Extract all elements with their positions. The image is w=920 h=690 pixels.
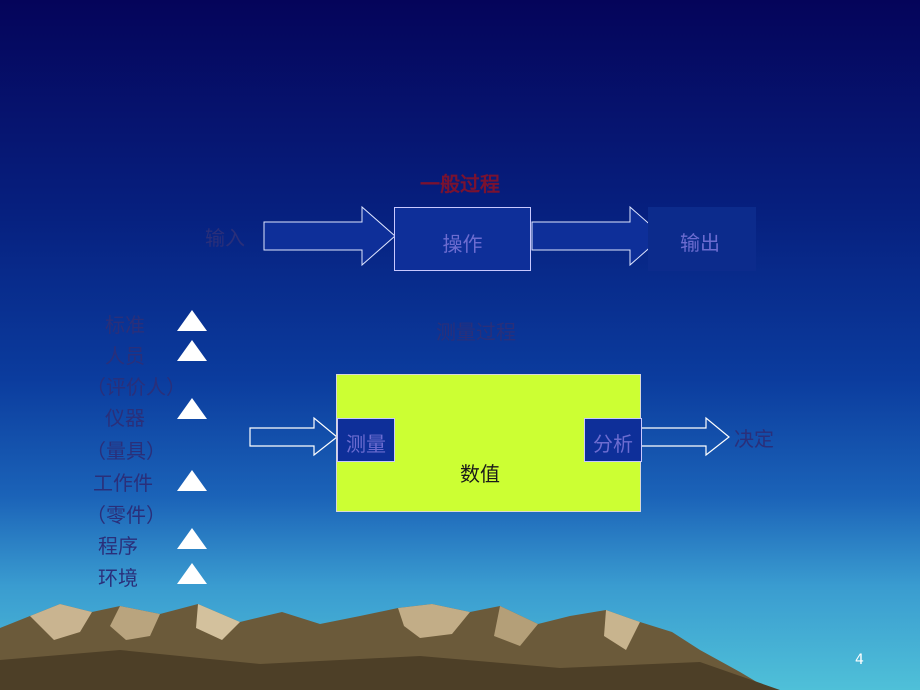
measure-label: 测量	[346, 432, 386, 456]
input-arrow	[263, 205, 396, 267]
triangle-icon-procedure	[177, 528, 207, 549]
measure-box: 测量	[337, 418, 395, 462]
decision-label: 决定	[734, 427, 774, 451]
mountain-range	[0, 604, 780, 690]
factor-appraiser: （评价人）	[86, 375, 186, 399]
input-label: 输入	[205, 226, 245, 250]
triangle-icon-standard	[177, 310, 207, 331]
factor-procedure: 程序	[98, 534, 138, 558]
output-arrow	[531, 205, 664, 267]
measurement-process-title: 测量过程	[436, 320, 516, 344]
triangle-icon-workpiece	[177, 470, 207, 491]
operation-label: 操作	[442, 232, 483, 256]
factor-gauge: （量具）	[86, 439, 166, 463]
general-process-title: 一般过程	[420, 172, 500, 196]
analysis-box: 分析	[584, 418, 642, 462]
operation-box: 操作	[394, 207, 531, 271]
factor-environment: 环境	[98, 566, 138, 590]
triangle-icon-personnel	[177, 340, 207, 361]
page-number: 4	[855, 652, 864, 668]
factor-personnel: 人员	[105, 344, 145, 368]
output-box: 输出	[648, 207, 756, 271]
value-label: 数值	[460, 462, 500, 486]
factor-workpiece: 工作件	[93, 471, 153, 495]
output-label: 输出	[680, 231, 720, 255]
factor-standard: 标准	[105, 313, 145, 337]
triangle-icon-instrument	[177, 398, 207, 419]
triangle-icon-environment	[177, 563, 207, 584]
factor-instrument: 仪器	[105, 406, 145, 430]
measure-in-arrow	[249, 416, 338, 457]
factor-part: （零件）	[86, 503, 166, 527]
analysis-label: 分析	[593, 432, 633, 456]
decision-arrow	[640, 416, 730, 457]
